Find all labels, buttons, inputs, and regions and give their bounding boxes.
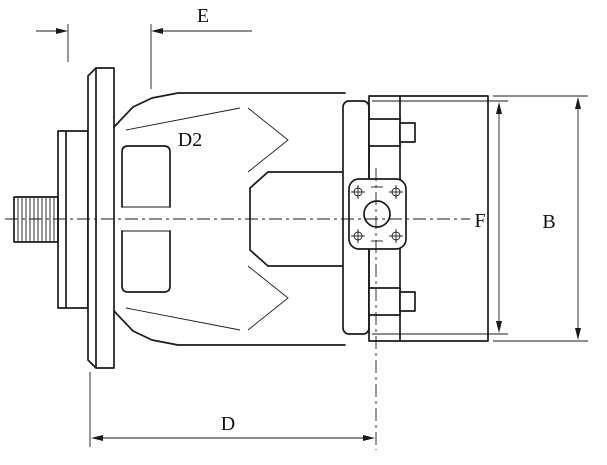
port-face-pad [348, 178, 407, 250]
dim-label-d: D [221, 413, 235, 435]
dimension-b: B [493, 95, 588, 342]
bolt-hole-crosshairs [351, 185, 403, 243]
contour-lower [125, 307, 241, 331]
arrowhead-left-icon [91, 435, 103, 441]
mounting-flange [57, 67, 115, 369]
port-face [348, 178, 407, 250]
housing-contours [125, 107, 344, 331]
arrowhead-left-icon [151, 28, 163, 34]
flange-plate [87, 67, 115, 369]
drive-shaft [13, 196, 59, 243]
shaft-outline [13, 196, 59, 243]
boss-d2-top [121, 145, 171, 208]
pump-housing [113, 92, 346, 346]
port-plug-bottom [399, 291, 416, 312]
center-port-circle [363, 200, 391, 228]
contour-chevron-bottom [247, 265, 289, 331]
bolt-holes [351, 185, 403, 243]
boss-d2-bottom [121, 230, 171, 293]
dim-label-d2: D2 [178, 129, 202, 151]
dimension-f: F [372, 100, 508, 335]
arrowhead-right-icon [363, 435, 375, 441]
spline-hatching [17, 197, 55, 242]
arrowhead-up-icon [496, 102, 502, 114]
arrowhead-down-icon [575, 328, 581, 340]
arrowhead-up-icon [575, 97, 581, 109]
housing-top-edge [113, 92, 346, 128]
dimension-d: D [89, 372, 375, 447]
dim-label-f: F [474, 210, 485, 232]
port-boss-bottom [368, 287, 401, 316]
port-boss-top [368, 118, 401, 147]
arrowhead-down-icon [496, 321, 502, 333]
housing-bottom-edge [113, 310, 346, 346]
contour-upper [125, 107, 241, 131]
contour-chevron-top [247, 107, 289, 173]
dim-label-e: E [197, 5, 209, 27]
dimension-e: E [36, 5, 252, 89]
dim-label-b: B [542, 211, 555, 233]
shaft-hub [57, 130, 89, 309]
arrowhead-right-icon [56, 28, 68, 34]
port-plug-top [399, 122, 416, 143]
